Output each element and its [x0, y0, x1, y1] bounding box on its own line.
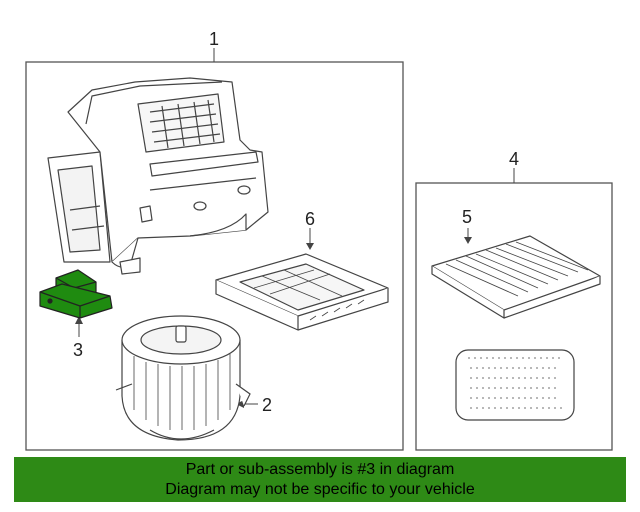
blower-housing-icon — [47, 77, 269, 275]
callout-2: 2 — [262, 395, 272, 415]
callout-1: 1 — [209, 29, 219, 49]
callout-4: 4 — [509, 149, 519, 169]
callout-3: 3 — [73, 340, 83, 360]
resistor-icon — [39, 269, 113, 319]
filter-frame-icon — [215, 253, 389, 331]
arrowhead-5 — [464, 237, 472, 244]
arrowhead-3 — [75, 316, 83, 324]
blower-motor-icon — [115, 315, 251, 441]
callout-5: 5 — [462, 207, 472, 227]
banner-line-disclaimer: Diagram may not be specific to your vehi… — [165, 481, 475, 498]
filter-kit-box-icon — [455, 349, 575, 421]
info-banner: Part or sub-assembly is #3 in diagram Di… — [14, 457, 626, 502]
banner-line-part: Part or sub-assembly is #3 in diagram — [185, 461, 455, 478]
cabin-filter-element-icon — [431, 235, 601, 319]
arrowhead-2 — [236, 400, 244, 408]
arrowhead-6 — [306, 243, 314, 250]
callout-6: 6 — [305, 209, 315, 229]
